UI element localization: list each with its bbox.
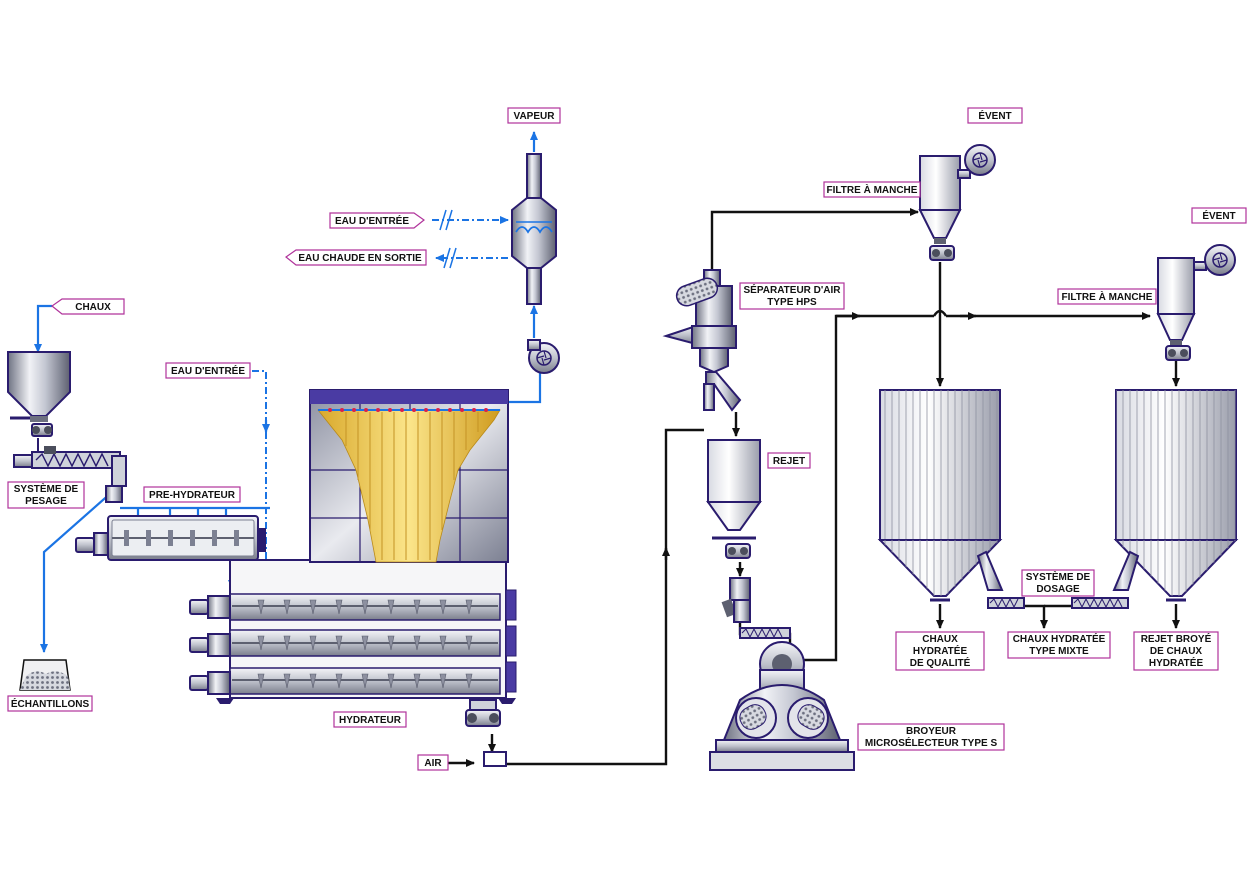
label-air: AIR: [417, 754, 449, 771]
svg-text:HYDRATEUR: HYDRATEUR: [339, 715, 402, 726]
label-eau-chaude-sortie: EAU CHAUDE EN SORTIE: [284, 249, 427, 266]
svg-text:REJET BROYÉ: REJET BROYÉ: [1141, 632, 1212, 645]
bag-filter-1: [918, 144, 996, 261]
svg-text:EAU D'ENTRÉE: EAU D'ENTRÉE: [335, 214, 409, 227]
bag-filter-2: [1156, 244, 1236, 361]
label-event-1: ÉVENT: [967, 107, 1023, 124]
label-eau-entree-top: EAU D'ENTRÉE: [329, 212, 426, 229]
svg-text:FILTRE À MANCHE: FILTRE À MANCHE: [827, 183, 918, 196]
svg-text:EAU D'ENTRÉE: EAU D'ENTRÉE: [171, 364, 245, 377]
label-chaux-mixte: CHAUX HYDRATÉE TYPE MIXTE: [1007, 631, 1111, 659]
label-event-2: ÉVENT: [1191, 207, 1247, 224]
svg-text:EAU CHAUDE EN SORTIE: EAU CHAUDE EN SORTIE: [298, 253, 422, 264]
label-vapeur: VAPEUR: [507, 107, 561, 124]
svg-text:DE CHAUX: DE CHAUX: [1150, 646, 1203, 657]
svg-text:PRE-HYDRATEUR: PRE-HYDRATEUR: [149, 490, 236, 501]
label-filtre-manche-2: FILTRE À MANCHE: [1057, 288, 1157, 305]
silo-reject: [1071, 389, 1239, 609]
label-rejet: REJET: [767, 452, 811, 469]
svg-text:TYPE MIXTE: TYPE MIXTE: [1029, 646, 1089, 657]
label-rejet-broye: REJET BROYÉ DE CHAUX HYDRATÉE: [1133, 631, 1219, 671]
silo-quality: [877, 389, 1025, 609]
label-filtre-manche-1: FILTRE À MANCHE: [823, 181, 921, 198]
pre-hydrator: [75, 515, 266, 561]
steam-fan: [527, 339, 560, 374]
svg-text:ÉVENT: ÉVENT: [1202, 209, 1235, 222]
air-separator: [662, 269, 742, 412]
svg-text:FILTRE À MANCHE: FILTRE À MANCHE: [1062, 290, 1153, 303]
svg-text:ÉVENT: ÉVENT: [978, 109, 1011, 122]
label-pre-hydrateur: PRE-HYDRATEUR: [143, 486, 241, 503]
svg-text:DOSAGE: DOSAGE: [1036, 584, 1080, 595]
weighing-screw-conveyor: [13, 446, 127, 503]
process-lines: [448, 208, 1180, 767]
hydrator-motors: [189, 595, 231, 695]
svg-text:ÉCHANTILLONS: ÉCHANTILLONS: [11, 697, 90, 710]
label-chaux: CHAUX: [50, 298, 125, 315]
svg-text:AIR: AIR: [424, 758, 442, 769]
svg-text:TYPE HPS: TYPE HPS: [767, 297, 817, 308]
label-hydrateur: HYDRATEUR: [333, 711, 407, 728]
mill-micro-separator: [709, 641, 855, 771]
hydrator-bag-filter: [309, 389, 509, 563]
svg-text:SÉPARATEUR D'AIR: SÉPARATEUR D'AIR: [743, 283, 841, 296]
svg-text:SYSTÈME DE: SYSTÈME DE: [1026, 570, 1091, 583]
lime-feed-hopper: [7, 351, 71, 458]
label-broyeur: BROYEUR MICROSÉLECTEUR TYPE S: [857, 723, 1005, 751]
samples-bin: [19, 659, 71, 691]
svg-text:MICROSÉLECTEUR TYPE S: MICROSÉLECTEUR TYPE S: [865, 736, 998, 749]
label-separateur: SÉPARATEUR D'AIR TYPE HPS: [739, 282, 845, 310]
label-chaux-qualite: CHAUX HYDRATÉE DE QUALITÉ: [895, 631, 985, 671]
svg-text:HYDRATÉE: HYDRATÉE: [913, 644, 968, 657]
label-eau-entree-mid: EAU D'ENTRÉE: [165, 362, 251, 379]
svg-text:CHAUX: CHAUX: [75, 302, 111, 313]
svg-text:HYDRATÉE: HYDRATÉE: [1149, 656, 1204, 669]
svg-text:BROYEUR: BROYEUR: [906, 726, 957, 737]
label-systeme-dosage: SYSTÈME DE DOSAGE: [1021, 569, 1095, 597]
label-systeme-pesage: SYSTÈME DE PESAGE: [7, 481, 85, 509]
svg-text:CHAUX HYDRATÉE: CHAUX HYDRATÉE: [1013, 632, 1106, 645]
svg-text:DE QUALITÉ: DE QUALITÉ: [910, 656, 971, 669]
svg-text:REJET: REJET: [773, 456, 805, 467]
svg-text:SYSTÈME DE: SYSTÈME DE: [14, 482, 79, 495]
svg-text:CHAUX: CHAUX: [922, 634, 958, 645]
label-echantillons: ÉCHANTILLONS: [7, 695, 93, 712]
svg-text:PESAGE: PESAGE: [25, 496, 67, 507]
hydrator: [189, 559, 517, 767]
steam-scrubber: [511, 153, 557, 305]
svg-text:VAPEUR: VAPEUR: [514, 111, 556, 122]
reject-hopper: [706, 439, 791, 639]
